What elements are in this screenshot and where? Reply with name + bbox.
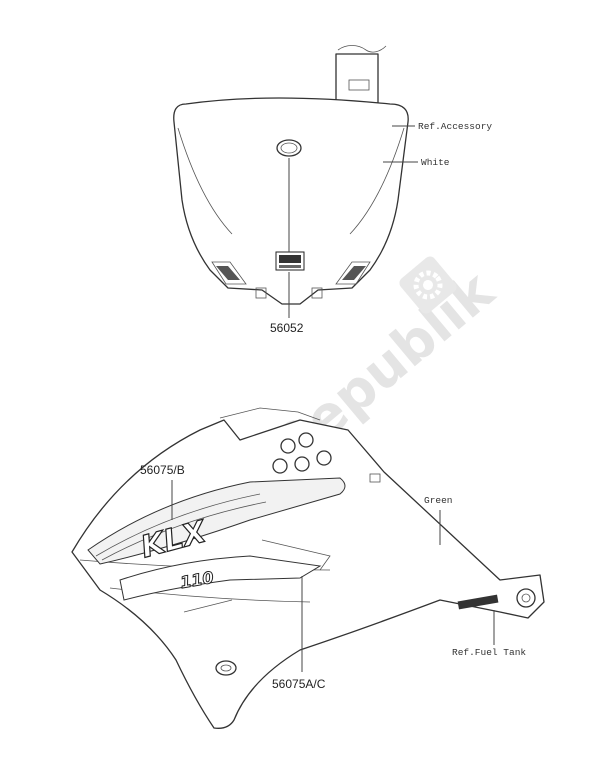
- shroud-top-edge: [219, 407, 321, 421]
- vent-hole-3: [316, 450, 332, 466]
- vent-hole-2: [298, 432, 314, 448]
- plate-crease-left: [177, 127, 233, 235]
- label-green: Green: [424, 495, 453, 506]
- plate-bracket-right: [311, 287, 323, 299]
- plate-vent-right-fill: [342, 266, 366, 280]
- label-56075b: 56075/B: [140, 463, 185, 477]
- label-ref-fuel-tank: Ref.Fuel Tank: [452, 647, 526, 658]
- plate-bracket-left: [255, 287, 267, 299]
- shroud-tab: [369, 473, 381, 483]
- plate-body: [173, 97, 409, 305]
- shroud-inner-line: [183, 599, 233, 613]
- vent-hole-4: [294, 456, 310, 472]
- vent-hole-1: [280, 438, 296, 454]
- plate-oval-hole-inner: [280, 142, 298, 154]
- plate-tab-slot: [348, 79, 370, 91]
- shroud-mount-hole-inner: [521, 593, 531, 603]
- vent-hole-5: [272, 458, 288, 474]
- shroud-mount-hole: [516, 588, 536, 608]
- plate-tab: [335, 53, 379, 104]
- klx-decal-band: [87, 477, 346, 565]
- klx-decal-stripe-1: [95, 493, 261, 557]
- shroud-grommet: [215, 660, 237, 676]
- plate-vent-left-fill: [216, 266, 240, 280]
- shroud-grommet-inner: [220, 664, 232, 672]
- shroud-fold: [261, 539, 331, 571]
- plate-vent-right: [335, 261, 371, 285]
- plate-decal-mark: [279, 255, 301, 263]
- klx-decal-stripe-2: [101, 501, 267, 561]
- model-decal-band: [119, 555, 322, 601]
- shroud-strip: [457, 594, 499, 610]
- label-white: White: [421, 157, 450, 168]
- label-56075ac: 56075A/C: [272, 677, 326, 691]
- plate-crease-right: [349, 127, 405, 235]
- gear-icon: [399, 256, 457, 314]
- plate-vent-left: [211, 261, 247, 285]
- shroud-body: [71, 419, 545, 729]
- plate-decal-strip: [279, 265, 301, 268]
- plate-oval-hole: [276, 139, 302, 157]
- plate-tab-curve: [337, 45, 387, 53]
- number-plate: [173, 45, 409, 305]
- label-ref-accessory: Ref.Accessory: [418, 121, 492, 132]
- label-56052: 56052: [270, 321, 304, 335]
- radiator-shroud: KLX 110: [71, 407, 545, 729]
